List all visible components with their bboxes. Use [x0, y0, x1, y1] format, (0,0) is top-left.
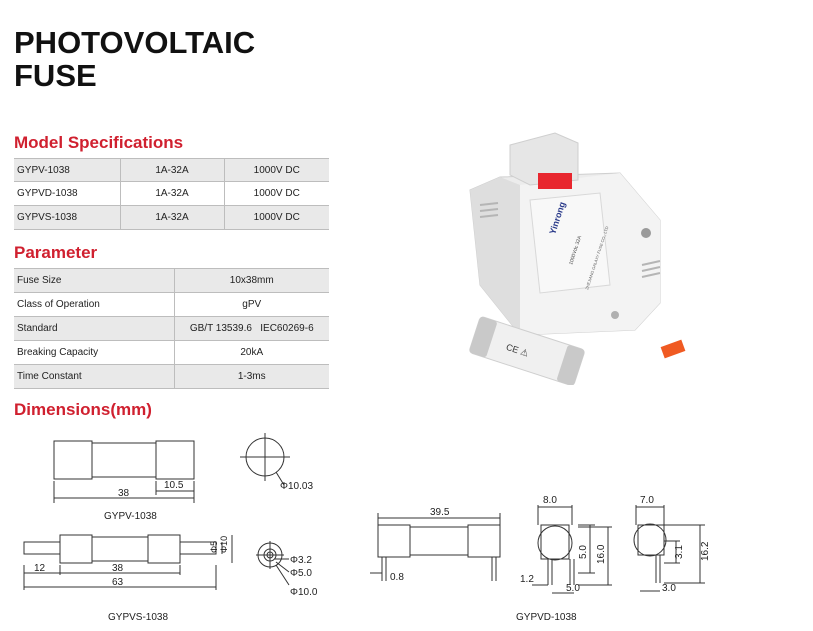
- gypvd-h4-dim: 16.2: [700, 541, 711, 561]
- gypv-1038-drawing: 38 10.5 GYPV-1038 Φ10.03 12 38 63 Φ5 Φ10: [23, 433, 318, 623]
- gypvd-w2-dim: 5.0: [566, 583, 580, 594]
- table-row: Class of Operation gPV: [14, 292, 329, 317]
- model-cell: GYPV-1038: [14, 158, 121, 182]
- gypvd-w1-dim: 1.2: [520, 574, 534, 585]
- parameter-value: GB/T 13539.6 IEC60269-6: [174, 316, 329, 341]
- dimensions-heading: Dimensions(mm): [14, 400, 152, 419]
- gypvd-top1-dim: 8.0: [543, 495, 557, 506]
- gypvs-small-dia-dim: Φ5: [209, 541, 219, 553]
- parameter-label: Standard: [14, 316, 175, 341]
- current-cell: 1A-32A: [120, 205, 225, 230]
- current-cell: 1A-32A: [120, 181, 225, 206]
- parameter-heading: Parameter: [14, 243, 98, 262]
- gypv-outline: [53, 440, 195, 503]
- parameter-value: gPV: [174, 292, 329, 317]
- gypvd-h2-dim: 16.0: [596, 544, 607, 564]
- model-cell: GYPVD-1038: [14, 181, 121, 206]
- din-clip: [660, 339, 686, 359]
- parameter-label: Time Constant: [14, 364, 175, 389]
- gypvd-side-outline: [370, 513, 501, 581]
- vent-slots: [479, 202, 661, 278]
- gypv-cap-dim: 10.5: [164, 480, 184, 491]
- table-row: GYPVS-1038 1A-32A 1000V DC: [14, 205, 329, 230]
- gypv-caption: GYPV-1038: [104, 511, 157, 522]
- gypvs-end-view: [256, 541, 290, 586]
- gypvd-front-view-b: [633, 505, 705, 592]
- gypvs-total-dim: 63: [112, 577, 124, 588]
- parameter-table: Fuse Size 10x38mm Class of Operation gPV…: [14, 268, 329, 389]
- gypvs-pin-dim: 12: [34, 563, 46, 574]
- holder-top-cap: [509, 132, 579, 186]
- current-cell: 1A-32A: [120, 158, 225, 182]
- parameter-label: Class of Operation: [14, 292, 175, 317]
- table-row: Fuse Size 10x38mm: [14, 268, 329, 293]
- gypvs-caption: GYPVS-1038: [108, 612, 168, 623]
- title-line-2: FUSE: [14, 58, 97, 93]
- fuse-holder-product-image: Yinrong 1000Vdc 32A ZHEJIANG GALAXY FUSE…: [469, 132, 686, 385]
- screw-hole: [611, 311, 619, 319]
- table-row: GYPVD-1038 1A-32A 1000V DC: [14, 181, 329, 206]
- parameter-value: 20kA: [174, 340, 329, 365]
- voltage-cell: 1000V DC: [224, 158, 329, 182]
- gypvs-c2-dim: Φ5.0: [290, 568, 312, 579]
- gypvd-1038-drawing: 39.5 0.8 8.0 5.0 16.0 1.2 5.0: [370, 495, 711, 623]
- parameter-label: Breaking Capacity: [14, 340, 175, 365]
- model-specifications-table: GYPV-1038 1A-32A 1000V DC GYPVD-1038 1A-…: [14, 158, 329, 230]
- table-row: Standard GB/T 13539.6 IEC60269-6: [14, 316, 329, 341]
- parameter-label: Fuse Size: [14, 268, 175, 293]
- table-row: Time Constant 1-3ms: [14, 364, 329, 389]
- voltage-cell: 1000V DC: [224, 205, 329, 230]
- model-cell: GYPVS-1038: [14, 205, 121, 230]
- gypvd-caption: GYPVD-1038: [516, 612, 577, 623]
- gypv-length-dim: 38: [118, 488, 130, 499]
- gypvd-pin-offset-dim: 0.8: [390, 572, 404, 583]
- parameter-value: 1-3ms: [174, 364, 329, 389]
- gypvd-front-view-a: [532, 505, 612, 594]
- gypvd-h3-dim: 3.1: [674, 545, 685, 559]
- gypvd-length-dim: 39.5: [430, 507, 450, 518]
- gypvd-w3-dim: 3.0: [662, 583, 676, 594]
- parameter-value: 10x38mm: [174, 268, 329, 293]
- holder-side-face: [470, 177, 520, 335]
- fuse-cartridge: CE ⚠: [469, 316, 585, 385]
- table-row: Breaking Capacity 20kA: [14, 340, 329, 365]
- title-line-1: PHOTOVOLTAIC: [14, 25, 256, 60]
- model-specifications-heading: Model Specifications: [14, 133, 184, 152]
- gypv-diameter-dim: Φ10.03: [280, 481, 313, 492]
- gypv-end-view: [240, 433, 290, 486]
- page-title: PHOTOVOLTAIC FUSE: [14, 26, 255, 92]
- gypvd-top2-dim: 7.0: [640, 495, 654, 506]
- holder-label-area: [529, 192, 611, 294]
- screw-hole: [641, 228, 651, 238]
- gypvs-body-dim: 38: [112, 563, 124, 574]
- gypvs-outline: [23, 534, 233, 590]
- indicator-window: [538, 173, 572, 189]
- gypvd-h1-dim: 5.0: [578, 545, 589, 559]
- gypvs-c1-dim: Φ3.2: [290, 555, 312, 566]
- gypvs-large-dia-dim: Φ10: [219, 536, 229, 553]
- table-row: GYPV-1038 1A-32A 1000V DC: [14, 158, 329, 182]
- voltage-cell: 1000V DC: [224, 181, 329, 206]
- gypvs-c3-dim: Φ10.0: [290, 587, 318, 598]
